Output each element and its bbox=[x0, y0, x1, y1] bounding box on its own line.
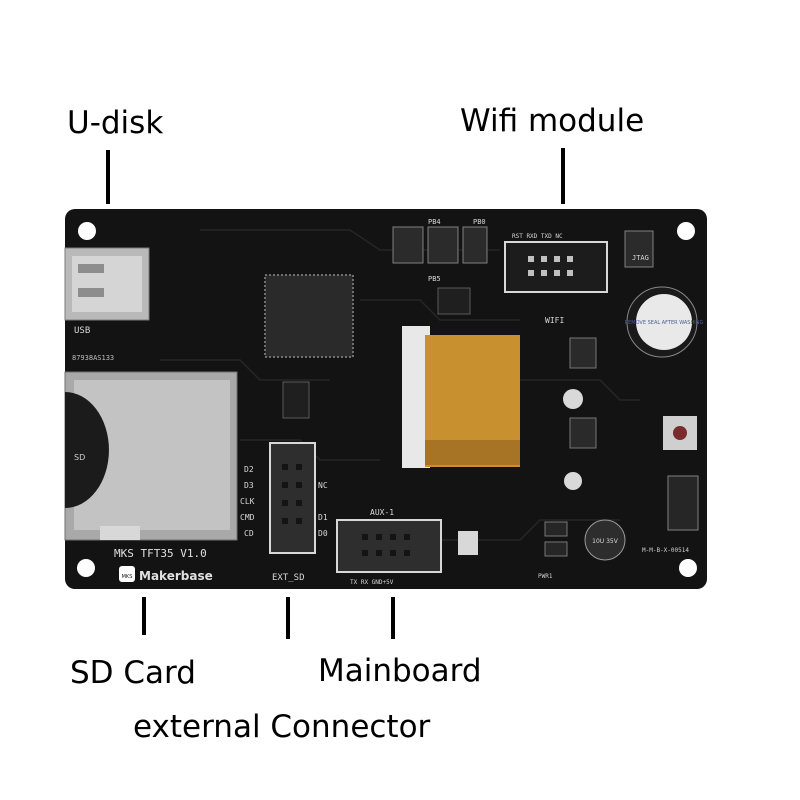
pb0-label: PB0 bbox=[473, 218, 486, 226]
mcu-chip bbox=[264, 274, 354, 358]
board-code: M-M-B-X-00514 bbox=[642, 547, 689, 554]
sd-pin-cmd: CMD bbox=[240, 513, 255, 522]
wifi-pins-label: RST RXD TXD NC bbox=[512, 233, 563, 240]
label-u-disk: U-disk bbox=[67, 105, 164, 141]
capacitor-2 bbox=[564, 472, 582, 490]
capacitor-label: 10U 35V bbox=[592, 538, 619, 545]
sd-pin-d2: D2 bbox=[244, 465, 254, 474]
buzzer bbox=[626, 286, 698, 358]
capacitor-3 bbox=[584, 519, 626, 561]
leader-mainboard bbox=[391, 597, 395, 639]
pwr-label: PWR1 bbox=[538, 573, 553, 580]
label-mainboard: Mainboard bbox=[318, 653, 482, 689]
makerbase-logo: MKS bbox=[119, 566, 135, 582]
wifi-header bbox=[504, 241, 608, 293]
pb5-label: PB5 bbox=[428, 275, 441, 283]
chip-small-4 bbox=[544, 541, 568, 557]
jtag-label: JTAG bbox=[632, 254, 649, 262]
chip-small-3 bbox=[544, 521, 568, 537]
sd-pin-clk: CLK bbox=[240, 497, 255, 506]
chip-small-2 bbox=[437, 287, 471, 315]
regulator-1 bbox=[569, 337, 597, 369]
ext-sd-header bbox=[269, 442, 316, 554]
capacitor-1 bbox=[563, 389, 583, 409]
right-header bbox=[667, 475, 699, 531]
regulator-2 bbox=[569, 417, 597, 449]
board-model: MKS TFT35 V1.0 bbox=[114, 547, 207, 560]
usb-port bbox=[64, 247, 150, 321]
pb4-label: PB4 bbox=[428, 218, 441, 226]
wifi-header-pins bbox=[528, 256, 573, 276]
aux-label: AUX-1 bbox=[370, 508, 394, 517]
mounting-holes bbox=[77, 222, 697, 577]
ext-sd-label: EXT_SD bbox=[272, 573, 305, 583]
leader-external-connector bbox=[286, 597, 290, 639]
fuse bbox=[458, 531, 478, 555]
sd-pin-cd: CD bbox=[244, 529, 254, 538]
ext-pin-d1: D1 bbox=[318, 513, 328, 522]
sd-label: SD bbox=[74, 453, 85, 462]
sd-pin-d3: D3 bbox=[244, 481, 254, 490]
ext-pin-d0: D0 bbox=[318, 529, 328, 538]
reset-button-cap bbox=[673, 426, 687, 440]
leader-sd-card bbox=[142, 597, 146, 635]
chip-small-1 bbox=[282, 381, 310, 419]
ext-sd-pins bbox=[282, 464, 302, 524]
aux-pins-label: TX RX GND+5V bbox=[350, 579, 394, 586]
serial-label: 87938AS133 bbox=[72, 354, 114, 362]
label-external-connector: external Connector bbox=[133, 709, 431, 745]
ext-pin-nc: NC bbox=[318, 481, 328, 490]
usb-label: USB bbox=[74, 326, 90, 336]
pin-headers-top bbox=[392, 226, 654, 268]
flex-cable-edge bbox=[425, 440, 520, 465]
sd-card-slot bbox=[64, 371, 238, 541]
svg-text:MKS: MKS bbox=[122, 574, 133, 580]
leader-wifi-module bbox=[561, 148, 565, 204]
wifi-label: WIFI bbox=[545, 316, 564, 325]
brand-label: Makerbase bbox=[139, 569, 213, 583]
leader-u-disk bbox=[106, 150, 110, 204]
label-wifi-module: Wifi module bbox=[460, 103, 645, 139]
label-sd-card: SD Card bbox=[70, 655, 196, 691]
aux-header-pins bbox=[362, 534, 410, 556]
aux-header bbox=[336, 519, 442, 573]
buzzer-label: REMOVE SEAL AFTER WASHING bbox=[625, 320, 704, 326]
